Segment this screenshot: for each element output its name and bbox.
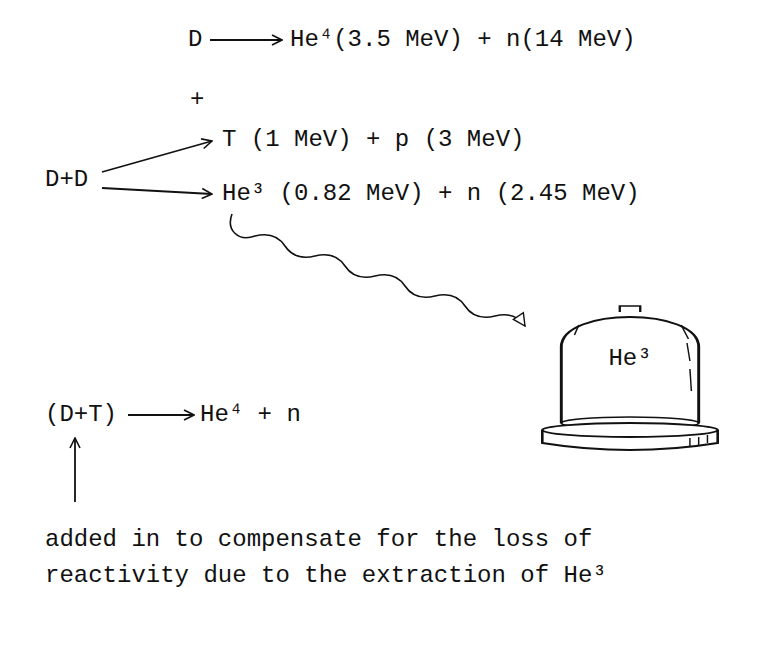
jar-shading: [681, 325, 688, 339]
jar-shading: [689, 438, 690, 447]
jar-shading: [707, 435, 708, 443]
note-text: added in to compensate for the loss of r…: [45, 522, 655, 594]
jar-base-top: [542, 423, 717, 437]
bell-jar: He³: [535, 295, 725, 457]
reaction-reactant: (D+T): [45, 401, 117, 429]
jar-shading: [687, 343, 690, 361]
wavy-arrow: [230, 214, 525, 326]
reaction-products: He⁴ + n: [200, 401, 301, 429]
bell-jar-outline: [535, 295, 725, 457]
reaction-arrow: [210, 39, 282, 41]
reaction-products: He³ (0.82 MeV) + n (2.45 MeV): [222, 180, 640, 208]
jar-shading: [690, 369, 691, 391]
reaction-products: T (1 MeV) + p (3 MeV): [222, 126, 524, 154]
reaction-arrow: [128, 414, 194, 416]
branch-arrow: [102, 188, 212, 194]
reaction-products: He⁴(3.5 MeV) + n(14 MeV): [290, 26, 636, 54]
reaction-reactant: D+D: [45, 166, 88, 194]
jar-label: He³: [535, 345, 725, 373]
plus-sign: +: [190, 86, 204, 114]
jar-shading: [698, 437, 699, 445]
jar-shading: [574, 325, 578, 335]
jar-knob: [620, 306, 640, 312]
branch-arrow: [102, 141, 212, 172]
pointer-arrow: [74, 438, 76, 502]
reaction-reactant: D: [188, 26, 202, 54]
